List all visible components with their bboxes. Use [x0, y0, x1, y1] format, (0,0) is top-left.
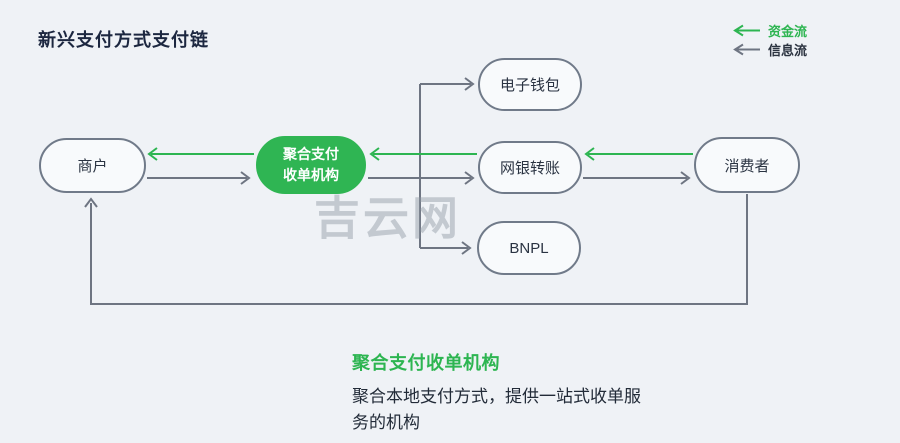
node-aggregator-label-line2: 收单机构: [283, 167, 339, 183]
node-aggregator-label: 聚合支付 收单机构: [283, 144, 339, 186]
node-aggregator: 聚合支付 收单机构: [256, 136, 366, 194]
page-title: 新兴支付方式支付链: [38, 30, 209, 50]
node-aggregator-label-line1: 聚合支付: [283, 146, 339, 162]
node-bnpl-label: BNPL: [509, 239, 549, 257]
node-bank-transfer-label: 网银转账: [499, 160, 560, 177]
watermark: 吉云网: [314, 192, 461, 244]
arrow-merchant-to-aggregator-info: [147, 171, 251, 185]
arrow-consumer-to-bank-fund: [584, 147, 693, 161]
node-ewallet-label: 电子钱包: [499, 77, 560, 94]
node-ewallet: 电子钱包: [478, 58, 582, 111]
arrow-bank-to-consumer-info: [583, 171, 691, 185]
legend-fund-flow-label: 资金流: [768, 24, 808, 39]
arrow-bank-to-aggregator-fund: [369, 147, 477, 161]
description-body: 聚合本地支付方式，提供一站式收单服务的机构: [352, 387, 641, 432]
fund-flow-arrow-icon: [733, 24, 760, 37]
legend: 资金流 信息流: [731, 21, 807, 59]
legend-info-flow-label: 信息流: [768, 43, 808, 58]
node-consumer-label: 消费者: [724, 157, 770, 175]
arrow-branch-to-ewallet-info: [420, 77, 475, 91]
description-block: 聚合支付收单机构 聚合本地支付方式，提供一站式收单服务的机构: [352, 349, 652, 436]
node-merchant-label: 商户: [77, 158, 108, 175]
node-merchant: 商户: [39, 138, 146, 193]
node-bnpl: BNPL: [477, 221, 581, 275]
info-flow-arrow-icon: [733, 43, 760, 56]
arrow-aggregator-to-merchant-fund: [147, 147, 254, 161]
description-heading: 聚合支付收单机构: [352, 353, 500, 373]
node-consumer: 消费者: [694, 137, 800, 193]
legend-fund-flow: 资金流: [731, 21, 807, 40]
legend-info-flow: 信息流: [731, 40, 807, 59]
node-bank-transfer: 网银转账: [478, 141, 582, 194]
